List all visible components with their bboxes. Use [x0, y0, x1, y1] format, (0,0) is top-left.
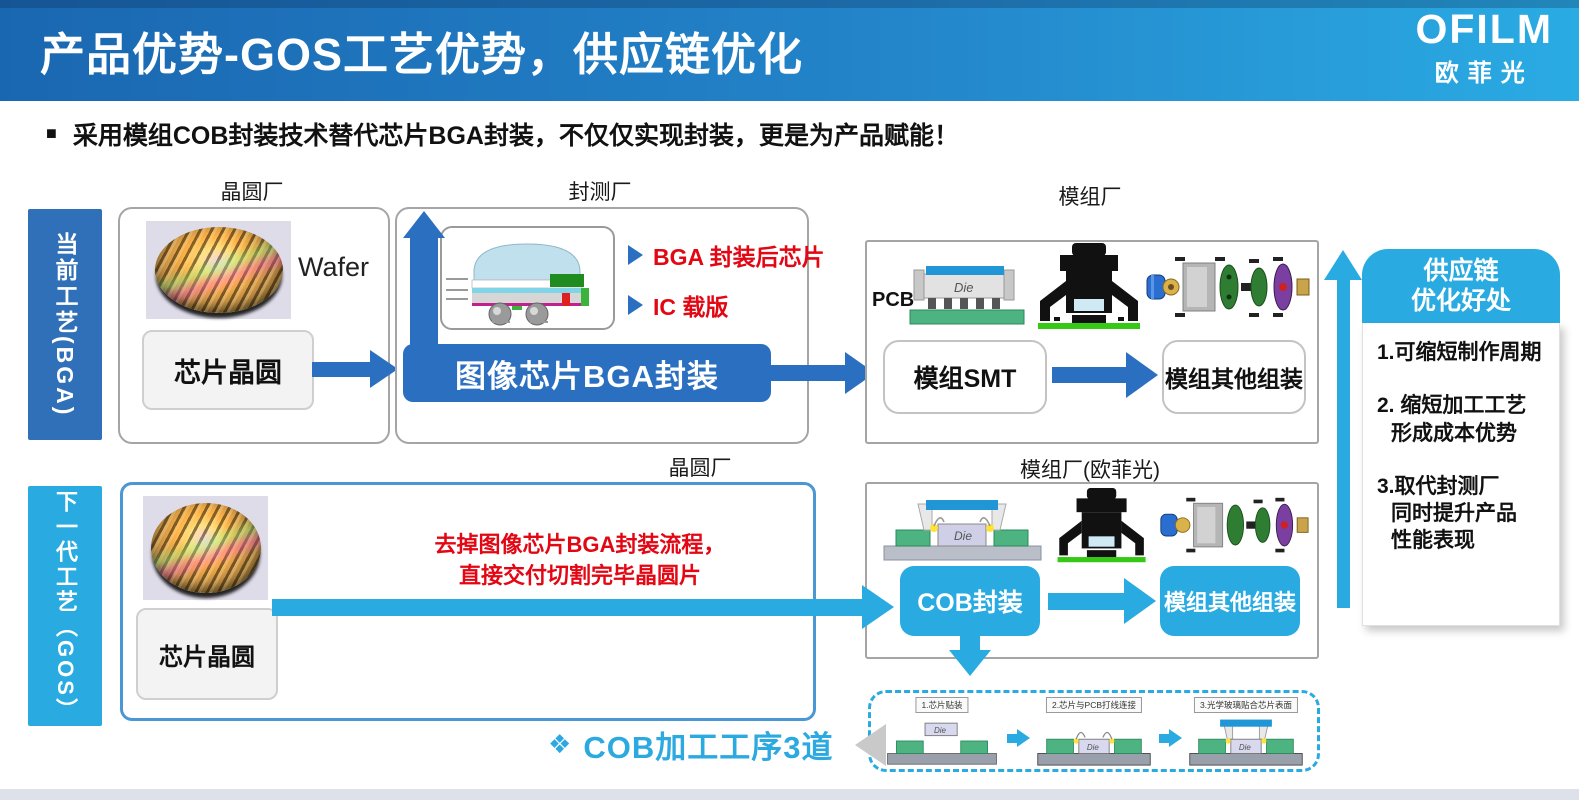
cob-step-arrow-1 [1006, 729, 1030, 747]
next-module-fab-title: 模组厂(欧菲光) [1020, 459, 1160, 482]
benefit-item-3: 3.取代封测厂 同时提升产品 性能表现 [1377, 473, 1549, 555]
benefit-2-line2: 形成成本优势 [1391, 421, 1517, 445]
cob-step-1-label: 1.芯片贴装 [915, 697, 969, 713]
bullet-square-icon: ■ [46, 122, 57, 143]
current-process-side-label: 当前工艺(BGA) [28, 209, 102, 440]
arrow-wafer-to-osat [312, 349, 398, 389]
benefits-panel-header: 供应链 优化好处 [1362, 249, 1560, 323]
triangle-bullet-icon [628, 295, 643, 315]
supply-chain-up-arrow-head [1324, 250, 1362, 280]
cob-package-box: COB封装 [900, 566, 1040, 636]
benefits-title-line2: 优化好处 [1410, 287, 1511, 315]
callout-bga-chip-text: BGA 封装后芯片 [653, 244, 825, 270]
benefits-panel-body: 1.可缩短制作周期 2. 缩短加工工艺 形成成本优势 3.取代封测厂 同时提升产… [1362, 323, 1560, 626]
cob-die-label: Die [954, 529, 972, 543]
callout-ic-substrate-text: IC 载版 [653, 294, 729, 320]
cob-caption-text: COB加工工序3道 [583, 730, 834, 765]
camera-module-image [1038, 243, 1140, 329]
cob-step-2-image: Die [1037, 731, 1151, 766]
wafer-photo [146, 221, 291, 319]
cob-step-3-image: Die [1189, 719, 1303, 766]
benefit-2-line1: 2. 缩短加工工艺 [1377, 394, 1527, 418]
bga-cross-section-image [446, 243, 589, 326]
lens-assembly-exploded-image [1146, 257, 1310, 317]
wafer-caption: Wafer [298, 252, 370, 282]
wafer-fab-title: 晶圆厂 [220, 181, 284, 204]
pcb-die-image: PCB Die [872, 266, 1025, 325]
next-camera-module-image [1057, 488, 1146, 563]
pcb-label: PCB [872, 289, 914, 311]
next-process-side-label: 下一代工艺（GOS） [28, 486, 102, 726]
skip-bga-note-line2: 直接交付切割完毕晶圆片 [458, 562, 701, 588]
cob-step-2-die-label: Die [1087, 743, 1100, 752]
cob-step-2-label: 2.芯片与PCB打线连接 [1045, 697, 1143, 713]
next-module-assembly-box: 模组其他组装 [1160, 566, 1300, 636]
intro-line: ■ 采用模组COB封装技术替代芯片BGA封装，不仅仅实现封装，更是为产品赋能！ [46, 116, 959, 152]
benefit-3-line2: 同时提升产品 [1391, 502, 1517, 526]
cob-step-1-die-label: Die [934, 726, 947, 735]
arrow-wafer-to-cob [272, 585, 894, 629]
benefit-item-2: 2. 缩短加工工艺 形成成本优势 [1377, 392, 1549, 447]
gray-pointer-icon [855, 723, 887, 766]
cob-steps-strip: 1.芯片贴装 Die 2.芯片与PCB打线连接 Die [868, 690, 1320, 772]
intro-text: 采用模组COB封装技术替代芯片BGA封装，不仅仅实现封装，更是为产品赋能！ [72, 122, 959, 150]
arrow-osat-to-module [771, 352, 875, 394]
diamond-icon: ❖ [548, 729, 572, 759]
header-bar: 产品优势-GOS工艺优势，供应链优化 OFILM 欧菲光 [0, 0, 1579, 101]
module-fab-title: 模组厂 [1058, 186, 1122, 209]
ofilm-logo: OFILM 欧菲光 [1415, 6, 1553, 88]
cob-step-1-image: Die [887, 722, 997, 765]
module-assembly-box: 模组其他组装 [1162, 340, 1306, 414]
osat-title: 封测厂 [568, 181, 632, 204]
cob-down-arrow-head [949, 650, 991, 676]
cob-step-3: 3.光学玻璃贴合芯片表面 Die [1183, 694, 1309, 768]
callout-bga-chip: BGA 封装后芯片 [628, 238, 825, 272]
footer-bar [0, 789, 1579, 800]
next-lens-assembly-image [1160, 497, 1309, 553]
bga-chip-diagram [440, 226, 615, 330]
cob-step-1: 1.芯片贴装 Die [879, 694, 1005, 768]
benefit-item-1: 1.可缩短制作周期 [1377, 339, 1549, 366]
next-wafer-photo [143, 496, 268, 600]
benefits-title-line1: 供应链 [1423, 256, 1499, 285]
cob-down-arrow-shaft [960, 634, 980, 650]
chip-wafer-box: 芯片晶圆 [142, 330, 314, 410]
next-chip-wafer-box: 芯片晶圆 [136, 608, 278, 700]
cob-step-2: 2.芯片与PCB打线连接 Die [1031, 694, 1157, 768]
arrow-cob-to-assembly [1048, 578, 1156, 624]
logo-chinese: 欧菲光 [1434, 60, 1534, 88]
cob-step-arrow-2 [1158, 729, 1182, 747]
skip-bga-note-line1: 去掉图像芯片BGA封装流程， [434, 532, 726, 557]
supply-chain-benefits-panel: 供应链 优化好处 1.可缩短制作周期 2. 缩短加工工艺 形成成本优势 3.取代… [1362, 249, 1560, 627]
next-wafer-disc [150, 503, 261, 593]
next-wafer-fab-title: 晶圆厂 [668, 457, 732, 480]
bga-up-arrow-head [403, 211, 445, 238]
page-title: 产品优势-GOS工艺优势，供应链优化 [40, 29, 804, 80]
module-smt-box: 模组SMT [883, 340, 1047, 414]
cob-caption-row: ❖ COB加工工序3道 [548, 722, 887, 767]
benefit-3-line3: 性能表现 [1391, 529, 1475, 553]
bga-up-arrow-shaft [410, 236, 438, 348]
triangle-bullet-icon [628, 245, 643, 265]
cob-step-3-die-label: Die [1239, 743, 1252, 752]
bga-package-bar: 图像芯片BGA封装 [403, 344, 771, 402]
benefit-3-line1: 3.取代封测厂 [1377, 474, 1500, 498]
logo-wordmark: OFILM [1415, 6, 1553, 52]
cob-cross-section-image: Die [883, 500, 1042, 561]
callout-ic-substrate: IC 载版 [628, 288, 728, 322]
wafer-disc [154, 227, 283, 313]
die-label: Die [954, 280, 974, 295]
benefit-1-line1: 1.可缩短制作周期 [1377, 341, 1542, 364]
supply-chain-up-arrow-shaft [1337, 278, 1350, 608]
cob-step-3-label: 3.光学玻璃贴合芯片表面 [1193, 697, 1299, 713]
skip-bga-note: 去掉图像芯片BGA封装流程， 直接交付切割完毕晶圆片 [330, 530, 830, 592]
arrow-smt-to-assembly [1052, 352, 1158, 398]
